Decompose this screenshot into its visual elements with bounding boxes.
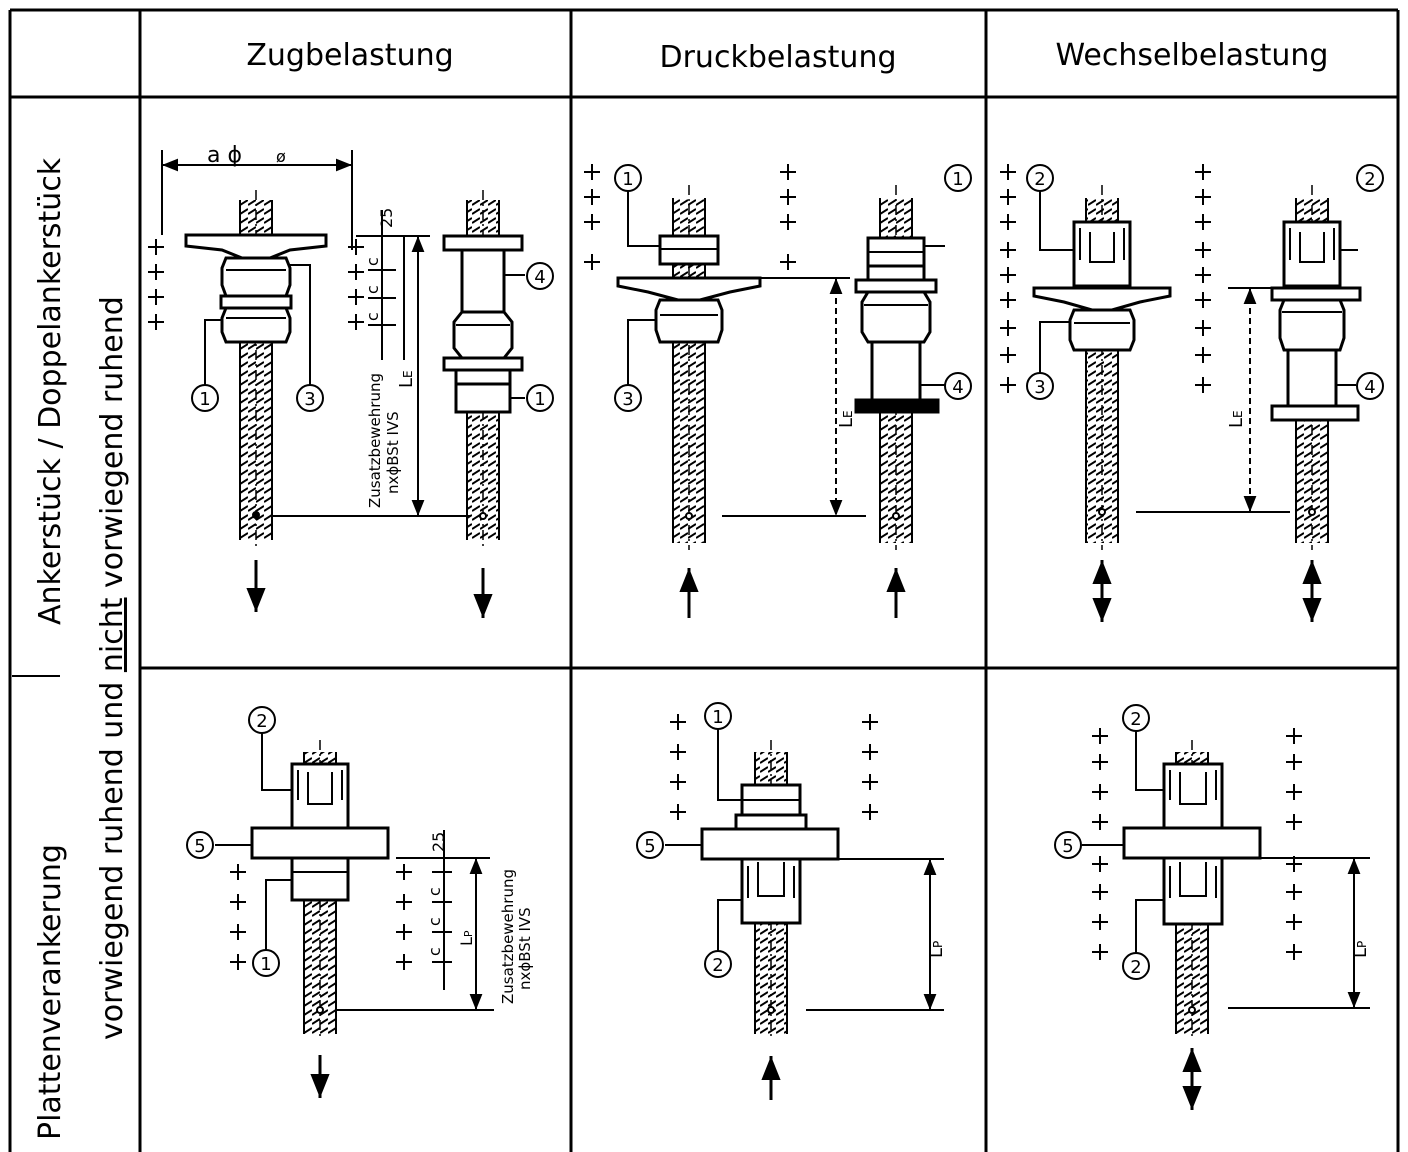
row-label-suffix: vorwiegend ruhend <box>95 296 130 597</box>
callout-3-druck-label: 3 <box>622 389 633 410</box>
callout-2-wechsel-b-label: 2 <box>1364 169 1375 190</box>
callout-4-zug-label: 4 <box>534 267 545 288</box>
callout-4-zug: 4 <box>526 262 554 290</box>
dim-a-diameter: a ϕ <box>207 143 242 168</box>
diagram-druck-anchor-2 <box>854 185 945 618</box>
dim-c-plate-3: c <box>425 947 444 956</box>
dim-le-zug: LE <box>396 370 417 388</box>
diagram-wechsel-anchor-1 <box>999 163 1212 622</box>
table-grid <box>8 8 1400 1152</box>
dim-a-diameter-sub: ø <box>276 147 286 166</box>
callout-3-zug-label: 3 <box>304 389 315 410</box>
dim-le-wechsel-sub: E <box>1231 410 1245 418</box>
dim-le-zug-sub: E <box>401 370 415 378</box>
dim-le-wechsel-main: L <box>1226 418 1247 428</box>
callout-3-wechsel: 3 <box>1026 372 1054 400</box>
callout-5-druck-plate: 5 <box>636 831 664 859</box>
row-label-ankerstueck: Ankerstück / Doppelankerstück <box>33 157 68 625</box>
dim-c-plate-2: c <box>425 917 444 926</box>
callout-1-druck-a-label: 1 <box>622 169 633 190</box>
dim-lp-wechsel-main: L <box>1350 948 1371 958</box>
header-wechselbelastung: Wechselbelastung <box>1056 38 1329 73</box>
rebar-note-line1: Zusatzbewehrung <box>366 373 384 508</box>
row-label-nicht: nicht <box>95 597 130 672</box>
callout-3-druck: 3 <box>614 384 642 412</box>
callout-1-druck-b-label: 1 <box>952 169 963 190</box>
callout-5-druck-plate-label: 5 <box>644 836 655 857</box>
dim-lp-zug: LP <box>457 930 476 946</box>
callout-2-zug-plate-label: 2 <box>256 711 267 732</box>
dim-lp-druck: LP <box>926 941 947 958</box>
dim-le-zug-main: L <box>396 378 417 388</box>
row-label-top: Ankerstück / Doppelankerstück vorwiegend… <box>33 157 130 1140</box>
dim-le-druck: LE <box>836 410 857 428</box>
callout-1-zug-b: 1 <box>526 384 554 412</box>
rebar-note-plate-line2: nxϕBSt IVS <box>516 907 534 990</box>
row-label-vorwiegend: vorwiegend ruhend und nicht vorwiegend r… <box>95 296 130 1040</box>
row-label-prefix: vorwiegend ruhend und <box>95 672 130 1040</box>
callout-5-zug-plate-label: 5 <box>194 836 205 857</box>
callout-2-wechsel-a-label: 2 <box>1034 169 1045 190</box>
dim-le-druck-main: L <box>836 418 857 428</box>
callout-1-zug-a: 1 <box>191 384 219 412</box>
callout-3-zug: 3 <box>296 384 324 412</box>
callout-1-druck-plate: 1 <box>704 702 732 730</box>
dim-c-2: c <box>363 285 382 294</box>
diagram-zug-anchor-2 <box>442 190 525 618</box>
diagram-druck-plate <box>665 713 944 1100</box>
callout-1-zug-plate: 1 <box>252 949 280 977</box>
dim-lp-druck-sub: P <box>931 941 945 948</box>
callout-2-wechsel-plate-a: 2 <box>1122 704 1150 732</box>
header-zugbelastung: Zugbelastung <box>246 38 453 73</box>
diagram-zug-anchor-1 <box>147 150 470 612</box>
callout-4-druck-label: 4 <box>952 377 963 398</box>
callout-1-zug-b-label: 1 <box>534 389 545 410</box>
callout-1-zug-plate-label: 1 <box>260 954 271 975</box>
row-label-plattenverankerung: Plattenverankerung <box>33 844 68 1140</box>
rebar-note-line2: nxϕBSt IVS <box>384 411 402 494</box>
diagram-wechsel-anchor-2 <box>1136 185 1362 622</box>
callout-1-zug-a-label: 1 <box>199 389 210 410</box>
callout-4-wechsel-label: 4 <box>1364 377 1375 398</box>
callout-2-druck-plate: 2 <box>704 950 732 978</box>
dim-lp-zug-sub: P <box>462 930 475 937</box>
callout-2-wechsel-plate-b: 2 <box>1122 952 1150 980</box>
callout-4-wechsel: 4 <box>1356 372 1384 400</box>
dim-lp-wechsel: LP <box>1350 941 1371 958</box>
dim-25-zug: 25 <box>377 208 396 228</box>
callout-3-wechsel-label: 3 <box>1034 377 1045 398</box>
dim-le-wechsel: LE <box>1226 410 1247 428</box>
callout-2-zug-plate: 2 <box>248 706 276 734</box>
dim-lp-zug-main: L <box>457 937 476 946</box>
callout-2-wechsel-b: 2 <box>1356 164 1384 192</box>
rebar-note-plate-line1: Zusatzbewehrung <box>499 869 517 1004</box>
diagram-druck-anchor-1 <box>583 163 866 618</box>
dim-le-druck-sub: E <box>841 410 855 418</box>
dim-lp-druck-main: L <box>926 948 947 958</box>
diagram-zug-plate <box>215 732 494 1098</box>
callout-5-wechsel-plate-label: 5 <box>1062 836 1073 857</box>
dim-25-plate: 25 <box>429 832 448 852</box>
dim-c-1: c <box>363 257 382 266</box>
callout-2-wechsel-a: 2 <box>1026 164 1054 192</box>
diagram-wechsel-plate <box>1082 727 1370 1110</box>
dim-c-plate-1: c <box>425 887 444 896</box>
dim-c-3: c <box>363 312 382 321</box>
callout-2-wechsel-plate-a-label: 2 <box>1130 709 1141 730</box>
callout-1-druck-b: 1 <box>944 164 972 192</box>
callout-1-druck-a: 1 <box>614 164 642 192</box>
callout-2-druck-plate-label: 2 <box>712 955 723 976</box>
callout-5-wechsel-plate: 5 <box>1054 831 1082 859</box>
callout-2-wechsel-plate-b-label: 2 <box>1130 957 1141 978</box>
callout-4-druck: 4 <box>944 372 972 400</box>
header-druckbelastung: Druckbelastung <box>660 40 897 75</box>
callout-5-zug-plate: 5 <box>186 831 214 859</box>
dim-lp-wechsel-sub: P <box>1355 941 1369 948</box>
callout-1-druck-plate-label: 1 <box>712 707 723 728</box>
